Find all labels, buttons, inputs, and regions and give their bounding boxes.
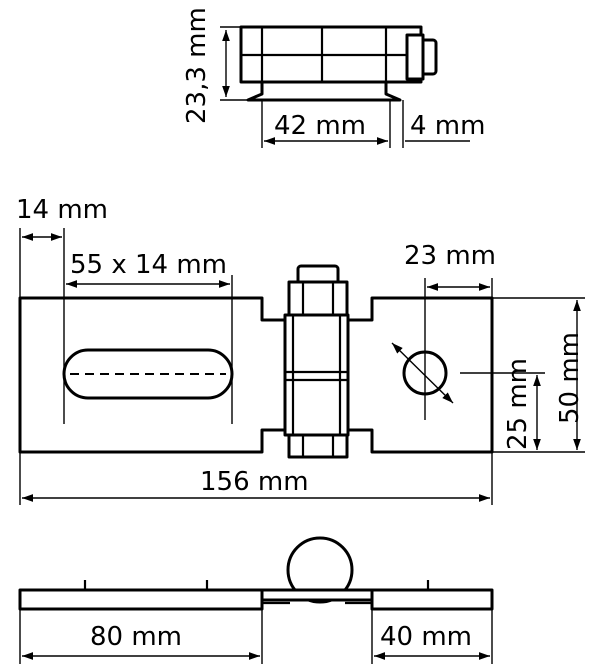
dim-slot-size: 55 x 14 mm xyxy=(70,250,227,280)
side-knuckle-base xyxy=(260,588,374,602)
end-view xyxy=(239,25,438,102)
dim-hole-edge: 23 mm xyxy=(404,241,496,271)
side-view xyxy=(18,536,494,611)
dim-top-offset: 4 mm xyxy=(410,111,485,141)
hinge-barrel xyxy=(283,313,350,437)
top-nut xyxy=(287,280,349,317)
dim-left-leaf: 80 mm xyxy=(90,622,182,652)
plan-view xyxy=(18,264,494,459)
end-view-washer xyxy=(405,33,425,81)
dim-plate-height: 50 mm xyxy=(555,332,585,424)
end-view-plate xyxy=(246,80,402,102)
side-right-leaf xyxy=(370,588,494,611)
bottom-nut xyxy=(287,433,349,459)
dim-total-length: 156 mm xyxy=(200,467,309,497)
dim-right-leaf: 40 mm xyxy=(380,622,472,652)
dim-hole-height: 25 mm xyxy=(503,358,533,450)
side-left-leaf xyxy=(18,588,264,611)
side-barrel xyxy=(286,536,354,604)
dim-edge-to-slot: 14 mm xyxy=(16,195,108,225)
dim-top-height: 23,3 mm xyxy=(182,7,212,124)
dim-top-width: 42 mm xyxy=(274,111,366,141)
